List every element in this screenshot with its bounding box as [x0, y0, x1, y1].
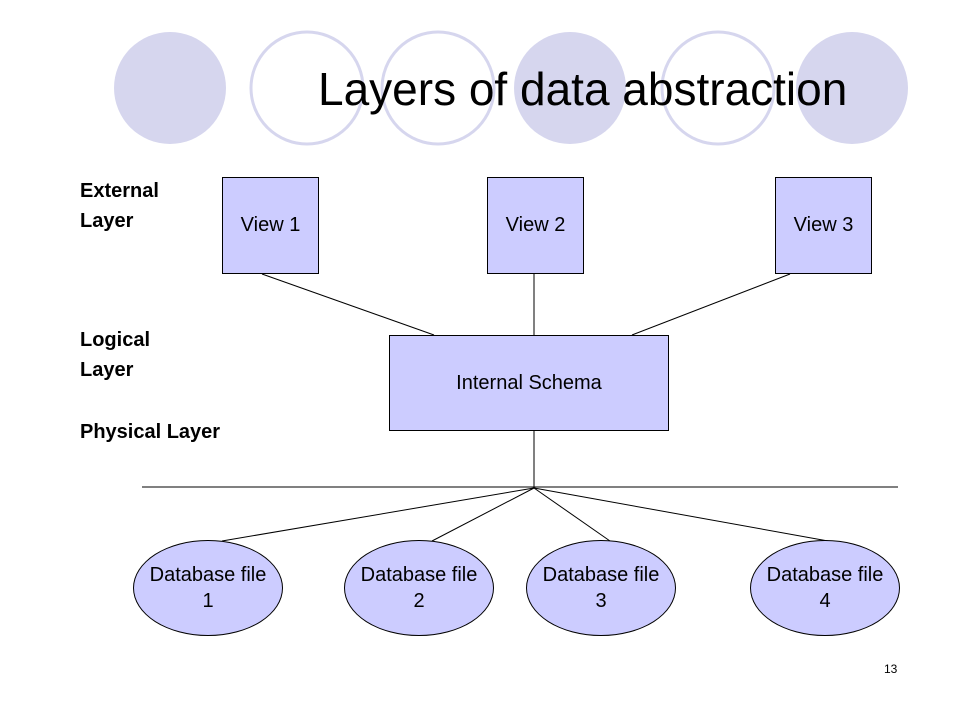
deco-circle-4: [514, 32, 626, 144]
connector-file1: [221, 487, 535, 542]
database-file-2-number: 2: [413, 590, 425, 612]
view-1-box: View 1: [222, 177, 319, 274]
database-file-3-label: Database file: [542, 564, 660, 586]
deco-circle-5: [660, 30, 776, 146]
view-2-box: View 2: [487, 177, 584, 274]
connector-view3-schema: [631, 273, 791, 336]
database-file-1-label: Database file: [149, 564, 267, 586]
connector-view1-schema: [261, 273, 435, 336]
connector-file2: [431, 487, 535, 542]
logical-layer-label-line2: Layer: [80, 359, 134, 381]
database-file-4: Database file 4: [750, 540, 900, 636]
database-file-1-number: 1: [202, 590, 214, 612]
external-layer-label: External Layer: [80, 176, 159, 236]
deco-circle-1: [114, 32, 226, 144]
external-layer-label-line2: Layer: [80, 210, 134, 232]
database-file-1: Database file 1: [133, 540, 283, 636]
physical-layer-label: Physical Layer: [80, 421, 221, 443]
page-number: 13: [884, 662, 898, 676]
view-3-box: View 3: [775, 177, 872, 274]
database-file-2-label: Database file: [360, 564, 478, 586]
connector-file4: [533, 487, 829, 542]
database-file-4-number: 4: [819, 590, 831, 612]
external-layer-label-line1: External: [80, 180, 159, 202]
deco-circle-2: [249, 30, 365, 146]
database-file-3-number: 3: [595, 590, 607, 612]
slide-title: Layers of data abstraction: [318, 63, 848, 115]
deco-circle-6: [796, 32, 908, 144]
database-file-3: Database file 3: [526, 540, 676, 636]
logical-layer-label-line1: Logical: [80, 329, 151, 351]
database-file-2: Database file 2: [344, 540, 494, 636]
database-file-4-label: Database file: [766, 564, 884, 586]
logical-layer-label: Logical Layer: [80, 325, 150, 385]
deco-circle-3: [380, 30, 496, 146]
connector-file3: [533, 487, 611, 542]
internal-schema-box: Internal Schema: [389, 335, 669, 431]
